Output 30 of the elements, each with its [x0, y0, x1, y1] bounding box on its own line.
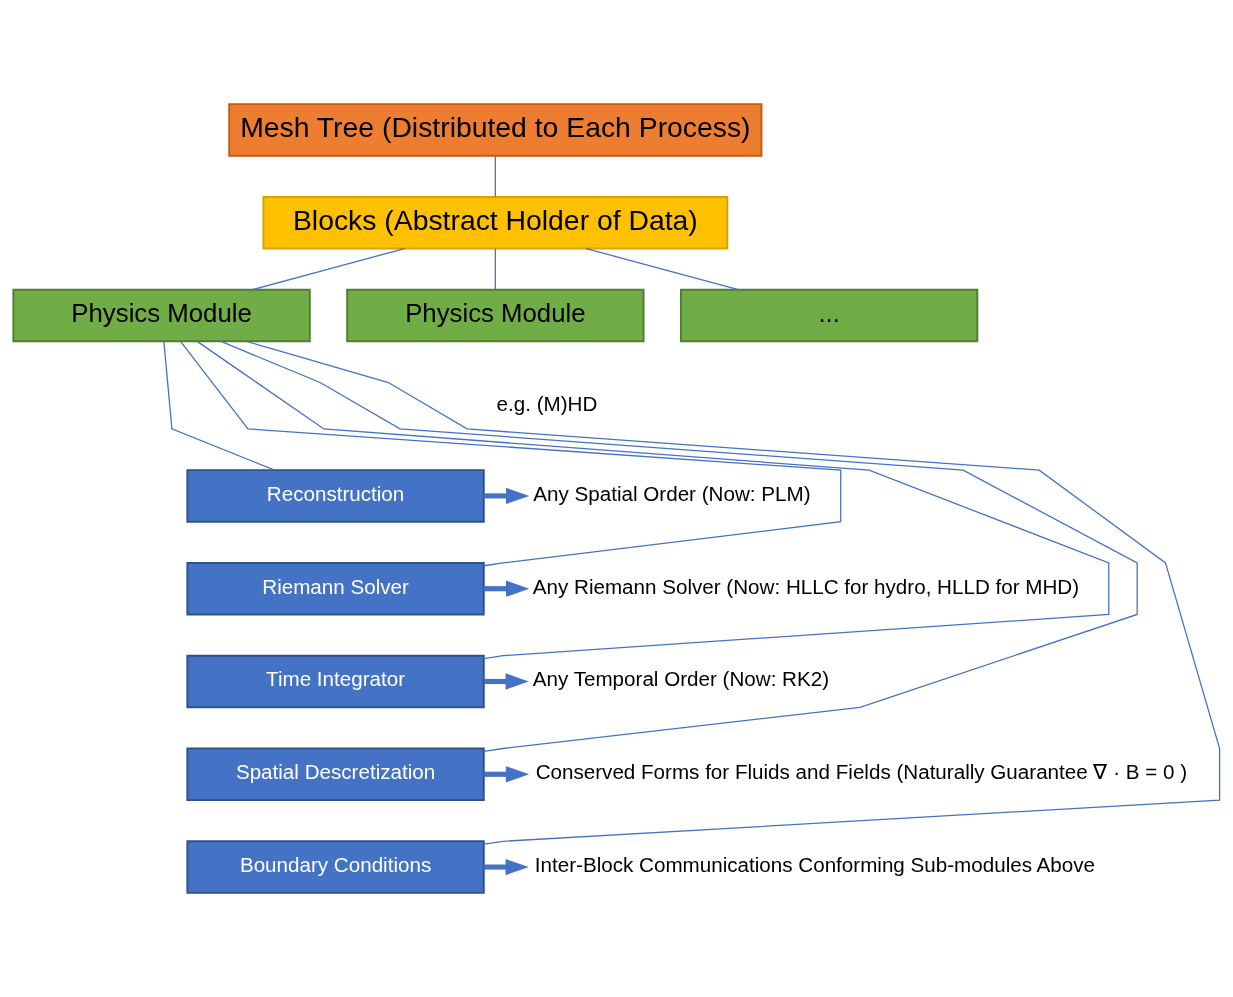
node-box: Time Integrator	[186, 654, 485, 709]
connector	[494, 248, 496, 291]
node-box: Spatial Descretization	[186, 747, 485, 802]
node-box: Physics Module	[12, 288, 311, 343]
arrow	[483, 580, 530, 597]
node-text: Conserved Forms for Fluids and Fields (Naturally Guarantee ∇ · B = 0 )	[535, 760, 1188, 784]
arrow	[484, 673, 529, 690]
node-box: Blocks (Abstract Holder of Data)	[262, 195, 729, 250]
node-text: Any Riemann Solver (Now: HLLC for hydro, HLLD for MHD)	[532, 574, 1080, 598]
connector	[220, 340, 1138, 752]
node-box: Boundary Conditions	[186, 840, 485, 894]
node-text: Inter-Block Communications Conforming Sub-modules Above	[534, 852, 1096, 876]
connector	[585, 247, 740, 291]
arrow	[483, 487, 530, 505]
connector	[196, 340, 1110, 660]
connector	[251, 247, 406, 291]
connector	[180, 341, 842, 567]
arrow	[483, 766, 530, 783]
node-box: Reconstruction	[186, 469, 485, 523]
node-box: Riemann Solver	[186, 561, 485, 616]
node-text: Any Spatial Order (Now: PLM)	[533, 481, 811, 505]
node-text: Any Temporal Order (Now: RK2)	[532, 667, 830, 691]
node-box: Mesh Tree (Distributed to Each Process)	[228, 103, 763, 157]
arrow	[483, 858, 529, 876]
connector	[163, 341, 275, 471]
node-box: Physics Module	[346, 288, 645, 343]
node-box: ...	[679, 288, 979, 343]
connector	[494, 155, 496, 198]
connector	[245, 340, 1221, 845]
label: e.g. (M)HD	[496, 391, 598, 415]
